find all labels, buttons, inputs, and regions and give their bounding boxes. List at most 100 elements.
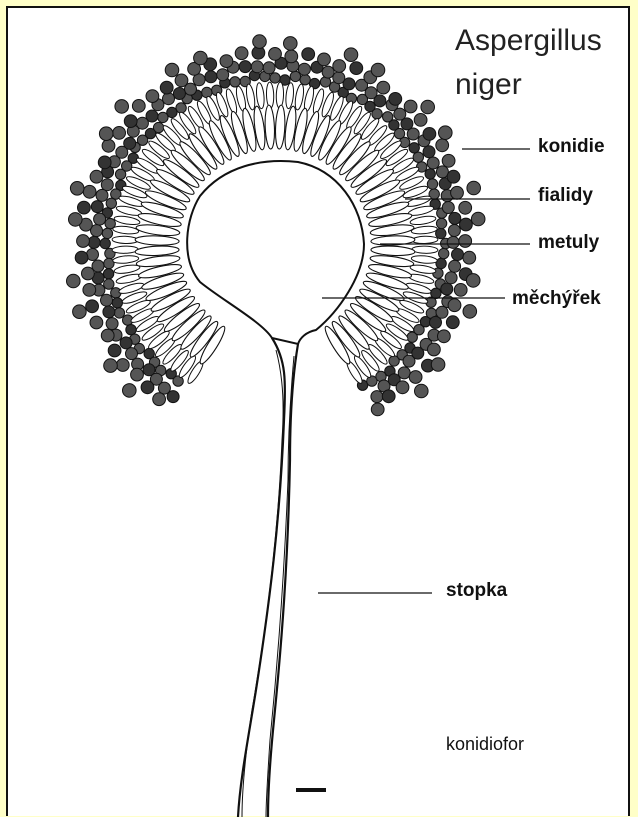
- conidium: [83, 284, 96, 297]
- conidium: [253, 35, 267, 49]
- conidium: [471, 212, 485, 226]
- conidium: [398, 367, 410, 379]
- conidium: [447, 236, 459, 248]
- conidium: [333, 72, 345, 84]
- conidium: [421, 100, 435, 114]
- conidium: [115, 100, 129, 114]
- conidium: [446, 316, 459, 329]
- conidium: [449, 260, 461, 272]
- species-name-epithet: niger: [455, 68, 522, 102]
- conidium: [452, 249, 464, 261]
- conidium: [445, 272, 457, 284]
- metula: [264, 105, 275, 149]
- conidium: [263, 62, 275, 74]
- scale-bar: [296, 788, 326, 792]
- conidium: [466, 274, 480, 288]
- conidium: [75, 251, 88, 264]
- conidium: [235, 47, 248, 60]
- conidium: [447, 170, 460, 183]
- phialide: [114, 215, 141, 226]
- conidium: [285, 50, 298, 63]
- conidium: [82, 267, 95, 280]
- phialide: [411, 225, 438, 235]
- conidium: [459, 235, 472, 248]
- conidium: [120, 337, 132, 349]
- phialide: [285, 82, 295, 109]
- phialide: [412, 246, 438, 254]
- conidium: [438, 330, 451, 343]
- conidium: [101, 329, 114, 342]
- metula: [275, 105, 286, 149]
- conidium: [431, 288, 441, 298]
- conidium: [124, 115, 137, 128]
- conidium: [90, 170, 103, 183]
- conidium: [69, 213, 83, 227]
- conidium: [427, 157, 439, 169]
- conidium: [96, 189, 108, 201]
- label-konidie: konidie: [538, 136, 605, 158]
- conidium: [436, 306, 448, 318]
- label-metuly: metuly: [538, 232, 599, 254]
- conidium: [298, 63, 310, 75]
- conidium: [300, 75, 310, 85]
- stipe-inner-left: [242, 350, 283, 817]
- phialide: [245, 84, 256, 111]
- conidium: [448, 225, 460, 237]
- conidium: [404, 100, 417, 113]
- conidium: [269, 48, 282, 61]
- conidium: [146, 90, 159, 103]
- conidium: [439, 126, 453, 140]
- conidium: [115, 169, 125, 179]
- conidium: [132, 100, 145, 113]
- conidium: [103, 306, 115, 318]
- conidium: [83, 185, 96, 198]
- conidium: [78, 201, 91, 214]
- conidium: [318, 53, 331, 66]
- conidium: [439, 248, 449, 258]
- stipe-left-wall: [238, 338, 285, 817]
- conidium: [106, 318, 118, 330]
- conidium: [396, 381, 409, 394]
- conidium: [88, 236, 100, 248]
- conidium: [383, 112, 393, 122]
- conidium: [141, 381, 154, 394]
- conidium: [371, 391, 383, 403]
- conidium: [451, 186, 464, 199]
- conidium: [414, 114, 427, 127]
- conidium: [371, 63, 385, 77]
- conidium: [442, 202, 454, 214]
- conidium: [167, 391, 179, 403]
- conidium: [423, 146, 435, 158]
- conidium: [100, 238, 110, 248]
- phialide: [255, 82, 265, 109]
- conidium: [106, 198, 116, 208]
- label-stopka: stopka: [446, 580, 507, 602]
- conidium: [70, 182, 84, 196]
- conidium: [126, 325, 136, 335]
- conidium: [463, 251, 476, 264]
- conidium: [217, 69, 229, 81]
- conidium: [270, 73, 280, 83]
- conidium: [126, 348, 138, 360]
- conidium: [425, 169, 435, 179]
- conidium: [409, 371, 422, 384]
- metula: [371, 245, 415, 256]
- conidium: [459, 201, 472, 214]
- conidium: [116, 359, 129, 372]
- conidium: [205, 71, 217, 83]
- conidium: [377, 81, 390, 94]
- label-konidiofor: konidiofor: [446, 734, 524, 755]
- conidium: [103, 269, 113, 279]
- phialide: [412, 236, 438, 244]
- conidium: [202, 87, 212, 97]
- conidium: [99, 127, 113, 141]
- conidium: [436, 139, 449, 152]
- conidium: [463, 305, 477, 319]
- conidium: [467, 181, 481, 195]
- conidium: [371, 403, 384, 416]
- conidium: [284, 37, 298, 51]
- conidium: [94, 213, 106, 225]
- phialide: [294, 84, 305, 111]
- conidium: [102, 228, 112, 238]
